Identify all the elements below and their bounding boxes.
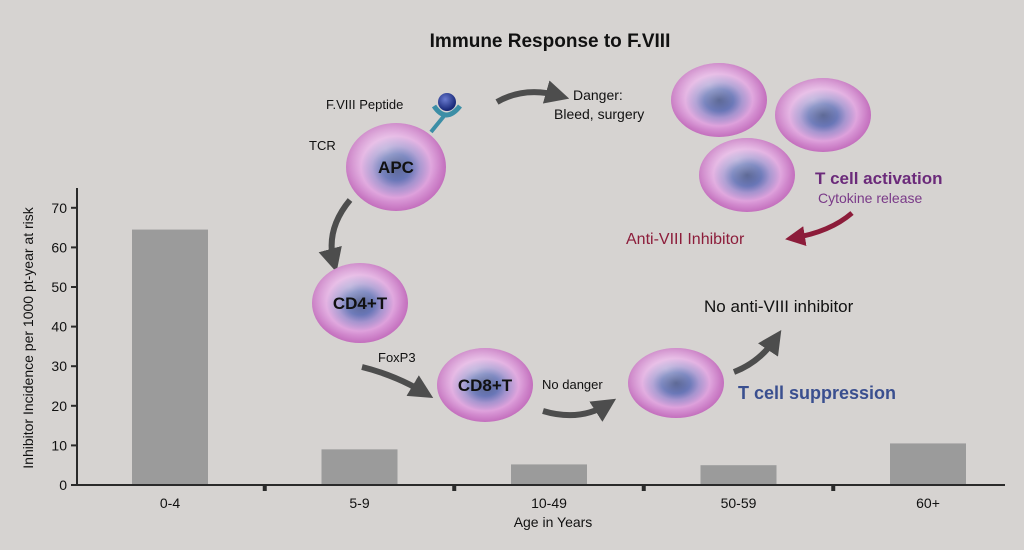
bar-chart: 0 10 20 30 40 50 60 70 0-4 5-9 10-49 50-59 60+ Inhi… xyxy=(20,188,1005,530)
y-tick-label: 60 xyxy=(51,239,67,255)
y-tick-label: 70 xyxy=(51,200,67,216)
t-suppression-label: T cell suppression xyxy=(738,383,896,403)
y-tick-label: 0 xyxy=(59,477,67,493)
arrow-to-danger xyxy=(495,80,570,105)
cd8-t-cell xyxy=(437,348,533,422)
bar-10-49 xyxy=(511,464,587,485)
x-axis-ticks: 0-4 5-9 10-49 50-59 60+ xyxy=(160,484,940,511)
t-activation-label: T cell activation xyxy=(815,169,943,188)
apc-cell xyxy=(346,123,446,211)
tcr-label: TCR xyxy=(309,138,336,153)
no-danger-label: No danger xyxy=(542,377,603,392)
arrow-activation-to-inhibitor xyxy=(785,211,854,246)
danger-label-1: Danger: xyxy=(573,87,623,103)
arrow-apc-to-cd4 xyxy=(318,198,353,273)
apc-label: APC xyxy=(378,158,414,177)
x-axis-title: Age in Years xyxy=(514,514,593,530)
diagram-title: Immune Response to F.VIII xyxy=(430,31,671,52)
bar-50-59 xyxy=(700,465,777,485)
y-tick-label: 20 xyxy=(51,398,67,414)
danger-label-2: Bleed, surgery xyxy=(554,106,644,122)
arrow-cd4-to-cd8 xyxy=(361,364,434,398)
x-tick-label: 50-59 xyxy=(721,495,757,511)
bar-60+ xyxy=(890,443,966,485)
y-tick-label: 30 xyxy=(51,358,67,374)
x-tick-label: 5-9 xyxy=(349,495,369,511)
activated-t-cell-3 xyxy=(699,138,795,212)
y-tick-label: 50 xyxy=(51,279,67,295)
y-tick-label: 10 xyxy=(51,437,67,453)
y-axis-ticks: 0 10 20 30 40 50 60 70 xyxy=(51,200,77,493)
arrow-cd8-to-suppression xyxy=(542,398,617,422)
y-axis-title: Inhibitor Incidence per 1000 pt-year at … xyxy=(20,206,36,468)
activated-t-cell-2 xyxy=(775,78,871,152)
y-tick-label: 40 xyxy=(51,319,67,335)
suppression-t-cell xyxy=(628,348,724,418)
anti-viii-inhibitor-label: Anti-VIII Inhibitor xyxy=(626,231,745,248)
bar-5-9 xyxy=(321,449,398,485)
x-tick-label: 0-4 xyxy=(160,495,180,511)
peptide-receptor-icon xyxy=(429,93,462,134)
cd8-label: CD8+T xyxy=(458,376,513,395)
arrow-to-no-inhibitor xyxy=(732,330,782,375)
foxp3-label: FoxP3 xyxy=(378,350,416,365)
activated-t-cell-1 xyxy=(671,63,767,137)
x-tick-label: 60+ xyxy=(916,495,940,511)
bar-series xyxy=(132,229,966,485)
cd4-t-cell xyxy=(312,263,408,343)
cytokine-label: Cytokine release xyxy=(818,190,922,206)
x-tick-label: 10-49 xyxy=(531,495,567,511)
bar-0-4 xyxy=(132,229,208,485)
peptide-label: F.VIII Peptide xyxy=(326,97,403,112)
no-inhibitor-label: No anti-VIII inhibitor xyxy=(704,297,854,316)
cd4-label: CD4+T xyxy=(333,294,388,313)
